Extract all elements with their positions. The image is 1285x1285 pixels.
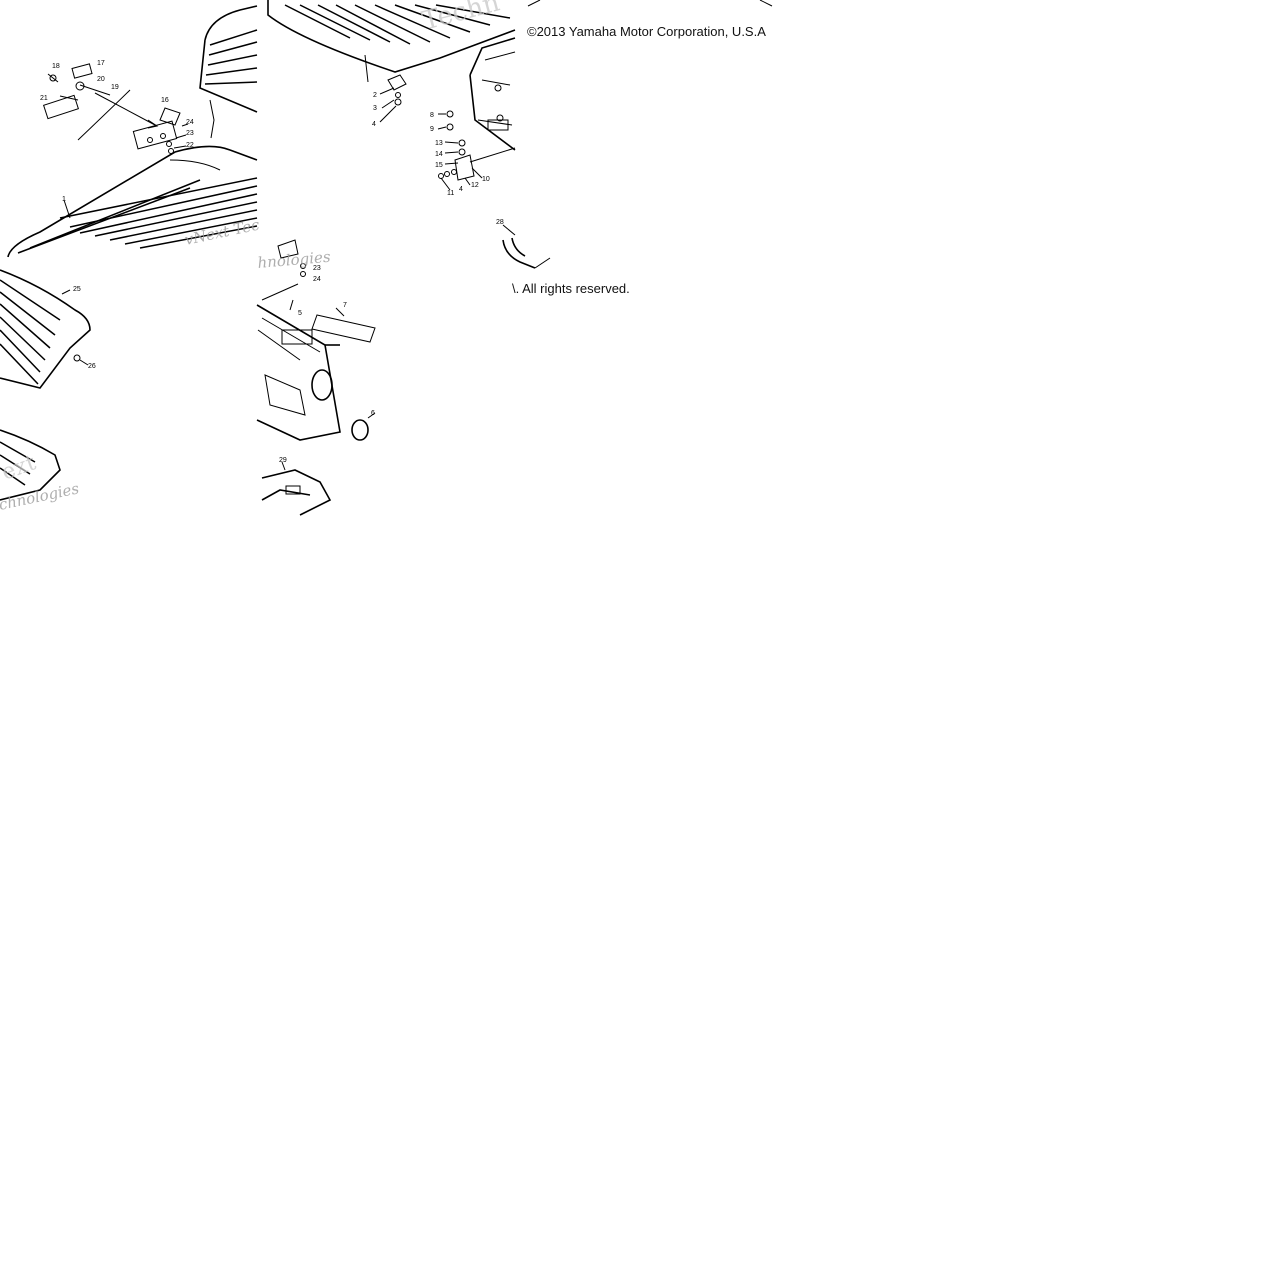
lower-seat-fragment [0, 429, 61, 501]
copyright-bottom: \. All rights reserved. [512, 281, 630, 296]
callout-11: 11 [447, 190, 454, 197]
watermark-c: Techn [419, 0, 503, 37]
tile-top-middle [267, 0, 516, 191]
callout-26: 26 [88, 363, 96, 370]
callout-18: 18 [52, 63, 60, 70]
callout-4b: 4 [459, 186, 463, 193]
callout-23: 23 [186, 130, 194, 137]
callout-16: 16 [161, 97, 169, 104]
reflector-plate-7 [311, 307, 376, 343]
callout-labels: 18 17 20 19 21 16 24 23 22 1 2 3 4 8 9 1… [40, 60, 504, 464]
seat-frame-box [469, 37, 516, 151]
callout-14: 14 [435, 151, 443, 158]
callout-5: 5 [298, 310, 302, 317]
rear-seat-cowl [0, 269, 91, 389]
callout-2: 2 [373, 92, 377, 99]
callout-3: 3 [373, 105, 377, 112]
callout-29: 29 [279, 457, 287, 464]
watermarks: vNext Tec hnologies Techn chnologies ext [0, 0, 503, 514]
copyright-top: ©2013 Yamaha Motor Corporation, U.S.A [527, 24, 766, 39]
callout-17: 17 [97, 60, 105, 67]
callout-1: 1 [62, 196, 66, 203]
seat-main [7, 145, 258, 258]
seat-cowl-upper [199, 5, 258, 113]
tile-top-left [7, 5, 258, 258]
bolt-stack-2-4 [379, 74, 407, 123]
watermark-d: chnologies [0, 479, 81, 514]
tile-bottom-middle [256, 239, 376, 516]
callout-22: 22 [186, 142, 194, 149]
watermark-e: ext [0, 450, 39, 485]
callout-15: 15 [435, 162, 443, 169]
tag-plate [277, 239, 299, 259]
latch-assembly [437, 110, 516, 191]
callout-24: 24 [186, 119, 194, 126]
callout-4: 4 [372, 121, 376, 128]
callout-25: 25 [73, 286, 81, 293]
callout-10: 10 [482, 176, 490, 183]
callout-21: 21 [40, 95, 48, 102]
seat-base-frame [256, 299, 341, 441]
callout-23b: 23 [313, 265, 321, 272]
callout-7: 7 [343, 302, 347, 309]
callout-9: 9 [430, 126, 434, 133]
callout-28: 28 [496, 219, 504, 226]
callout-12: 12 [471, 182, 479, 189]
washer-stack [261, 263, 306, 301]
hinge-assembly [42, 63, 215, 154]
strap-29 [261, 461, 332, 516]
callout-13: 13 [435, 140, 443, 147]
seat-cushion-top [267, 0, 516, 83]
callout-20: 20 [97, 76, 105, 83]
tile-bottom-left [0, 269, 91, 501]
callout-19: 19 [111, 84, 119, 91]
hook-28 [502, 224, 551, 269]
callout-24b: 24 [313, 276, 321, 283]
callout-6: 6 [371, 410, 375, 417]
callout-8: 8 [430, 112, 434, 119]
tile-top-right [502, 0, 773, 269]
watermark-a: vNext Tec [183, 215, 262, 249]
grommet-6 [351, 412, 376, 441]
